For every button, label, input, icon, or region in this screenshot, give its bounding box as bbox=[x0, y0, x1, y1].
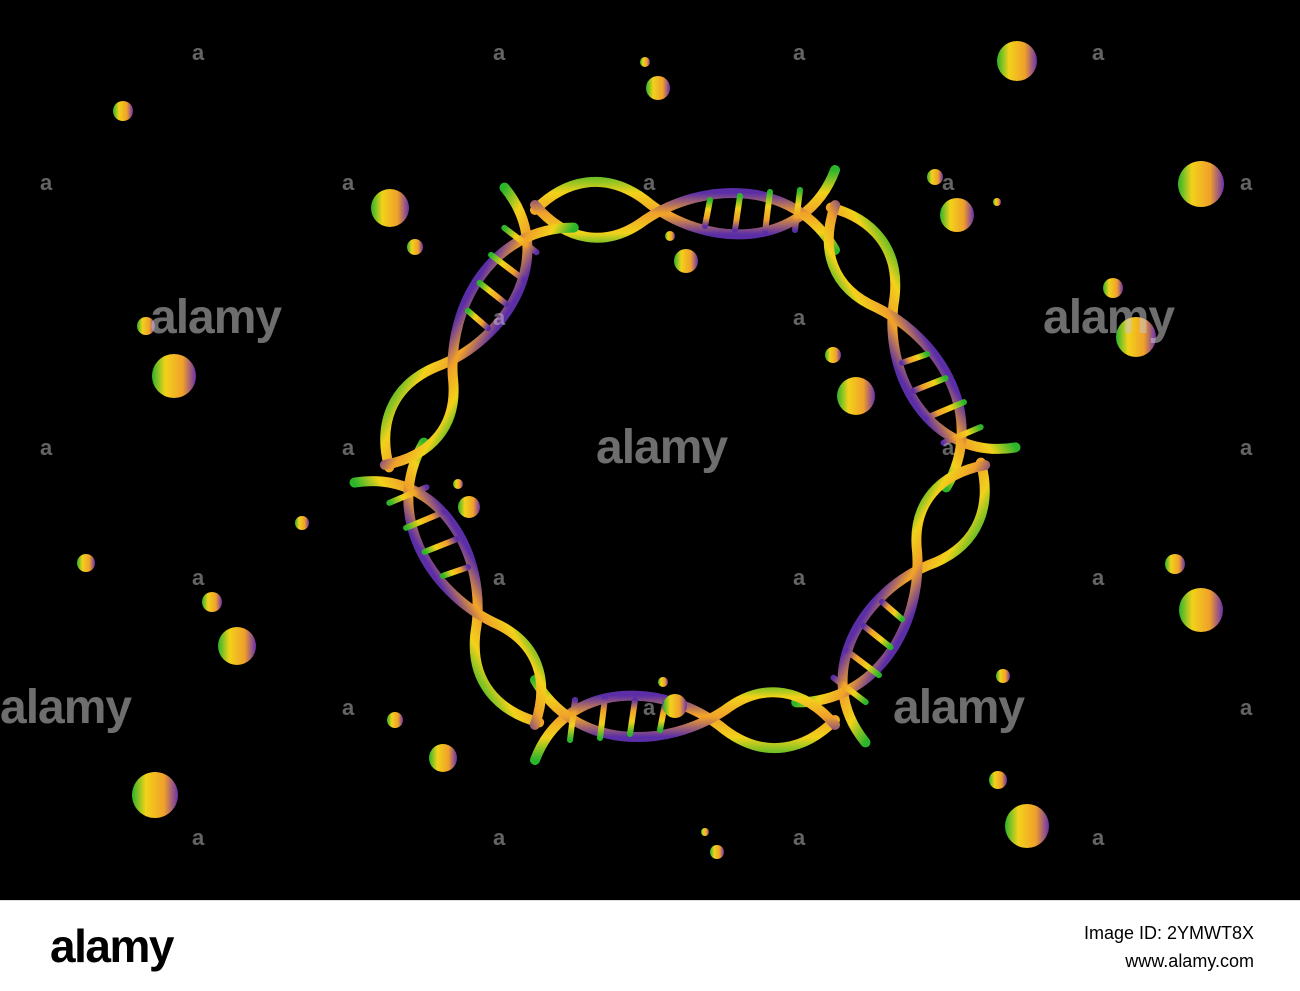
watermark-mark: a bbox=[1240, 435, 1253, 460]
watermark-mark: a bbox=[1092, 565, 1105, 590]
sphere bbox=[371, 189, 409, 227]
watermark-mark: a bbox=[793, 40, 806, 65]
sphere bbox=[927, 169, 943, 185]
sphere bbox=[202, 592, 222, 612]
sphere bbox=[113, 101, 133, 121]
dna-ring-illustration bbox=[77, 41, 1224, 859]
watermark-mark: a bbox=[493, 305, 506, 330]
watermark-mark: a bbox=[1240, 170, 1253, 195]
watermark-mark: a bbox=[1092, 825, 1105, 850]
watermark-mark: a bbox=[192, 565, 205, 590]
watermark-mark: a bbox=[342, 435, 355, 460]
image-id-label: Image ID: 2YMWT8X bbox=[1083, 923, 1254, 943]
watermark-mark: a bbox=[40, 170, 53, 195]
sphere bbox=[152, 354, 196, 398]
sphere bbox=[658, 677, 668, 687]
sphere bbox=[137, 317, 155, 335]
watermark-mark: a bbox=[342, 695, 355, 720]
sphere bbox=[453, 479, 463, 489]
sphere bbox=[1005, 804, 1049, 848]
sphere bbox=[1179, 588, 1223, 632]
sphere bbox=[997, 41, 1037, 81]
sphere bbox=[665, 231, 675, 241]
sphere bbox=[825, 347, 841, 363]
watermark-bottom-left: alamy bbox=[0, 681, 132, 734]
sphere bbox=[458, 496, 480, 518]
sphere bbox=[674, 249, 698, 273]
watermark-bottom-right: alamy bbox=[893, 681, 1025, 734]
sphere bbox=[429, 744, 457, 772]
watermark-mark: a bbox=[40, 435, 53, 460]
watermark-mark: a bbox=[493, 40, 506, 65]
watermark-mark: a bbox=[942, 170, 955, 195]
watermark-right: alamy bbox=[1043, 291, 1175, 344]
sphere bbox=[77, 554, 95, 572]
watermark-mark: a bbox=[643, 695, 656, 720]
dna-segment bbox=[535, 170, 835, 250]
stock-footer: alamy Image ID: 2YMWT8X www.alamy.com bbox=[0, 900, 1300, 991]
watermark-mark: a bbox=[192, 40, 205, 65]
sphere bbox=[295, 516, 309, 530]
watermark-center: alamy bbox=[596, 421, 728, 474]
sphere bbox=[993, 198, 1001, 206]
watermark-mark: a bbox=[942, 435, 955, 460]
dna-segment bbox=[796, 188, 1015, 488]
sphere bbox=[701, 828, 709, 836]
dna-segment bbox=[355, 443, 574, 743]
watermark-mark: a bbox=[1092, 40, 1105, 65]
illustration-canvas: alamy alamy alamy alamy alamy a a a a a … bbox=[0, 40, 1253, 859]
watermark-mark: a bbox=[793, 305, 806, 330]
sphere bbox=[996, 669, 1010, 683]
sphere bbox=[407, 239, 423, 255]
watermark-mark: a bbox=[793, 565, 806, 590]
watermark-mark: a bbox=[342, 170, 355, 195]
sphere bbox=[1103, 278, 1123, 298]
spheres bbox=[77, 41, 1224, 859]
sphere bbox=[989, 771, 1007, 789]
watermark-mark: a bbox=[192, 825, 205, 850]
sphere bbox=[646, 76, 670, 100]
dna-segment bbox=[535, 680, 835, 760]
sphere bbox=[1165, 554, 1185, 574]
sphere bbox=[1178, 161, 1224, 207]
watermark-left: alamy bbox=[150, 291, 282, 344]
sphere bbox=[387, 712, 403, 728]
watermark-mark: a bbox=[493, 825, 506, 850]
sphere bbox=[710, 845, 724, 859]
watermark-mark: a bbox=[643, 170, 656, 195]
watermark-mark: a bbox=[493, 565, 506, 590]
sphere bbox=[663, 694, 687, 718]
watermark-mark: a bbox=[793, 825, 806, 850]
dna-segment bbox=[355, 188, 574, 488]
sphere bbox=[218, 627, 256, 665]
watermark-mark: a bbox=[1240, 695, 1253, 720]
sphere bbox=[1116, 317, 1156, 357]
sphere bbox=[132, 772, 178, 818]
footer-logo[interactable]: alamy bbox=[50, 920, 174, 972]
sphere bbox=[940, 198, 974, 232]
site-url-link[interactable]: www.alamy.com bbox=[1125, 951, 1254, 971]
sphere bbox=[837, 377, 875, 415]
sphere bbox=[640, 57, 650, 67]
